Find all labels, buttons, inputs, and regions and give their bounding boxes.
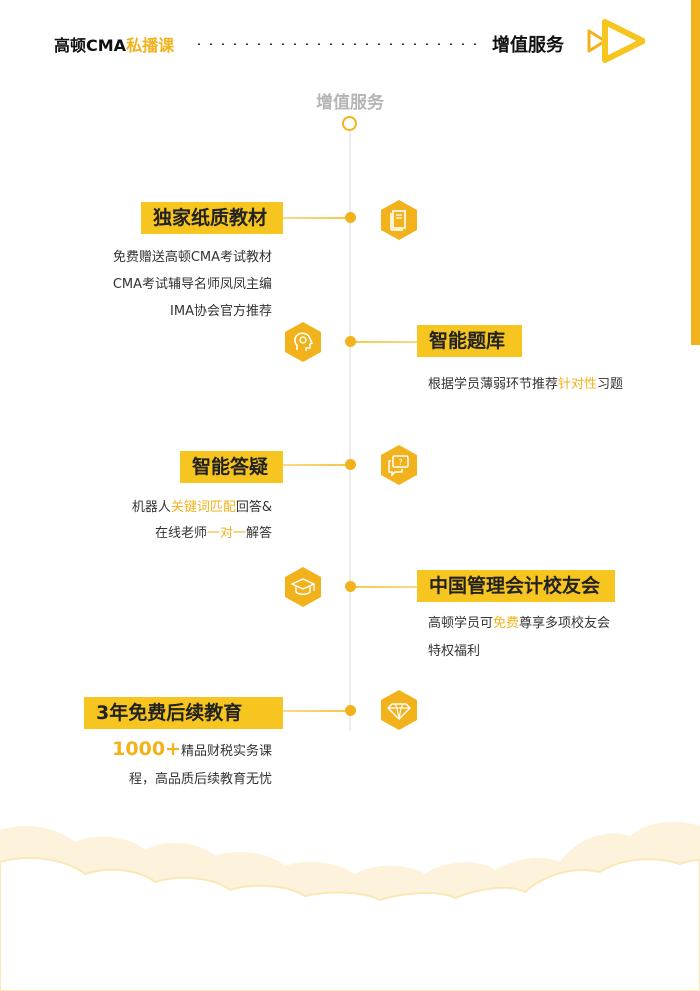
timeline-dot: [345, 705, 356, 716]
diamond-icon: [381, 690, 417, 730]
item-line: 高顿学员可免费尊享多项校友会: [428, 616, 611, 631]
svg-text:?: ?: [398, 458, 402, 467]
section-title: 增值服务: [316, 93, 384, 113]
header-dotted-divider: [193, 43, 485, 45]
timeline-line: [349, 131, 351, 731]
item-line: 特权福利: [428, 644, 481, 659]
item-title-smart-qa: 智能答疑: [180, 451, 283, 483]
item-line: 在线老师一对一解答: [154, 526, 272, 541]
brand-highlight: 私播课: [126, 36, 175, 55]
cloud-decoration: [0, 821, 700, 991]
item-title-exclusive-textbook: 独家纸质教材: [141, 202, 283, 234]
item-line: 免费赠送高顿CMA考试教材: [112, 250, 272, 265]
chat-question-icon: ?: [381, 445, 417, 485]
item-line: 1000+精品财税实务课: [112, 738, 272, 760]
item-line: 程，高品质后续教育无忧: [128, 772, 272, 787]
timeline-dot: [345, 212, 356, 223]
header-brand: 高顿CMA私播课: [54, 32, 174, 56]
item-title-continuing-education: 3年免费后续教育: [84, 697, 283, 729]
item-title-smart-question-bank: 智能题库: [417, 325, 522, 357]
book-icon: [381, 200, 417, 240]
item-line: 根据学员薄弱环节推荐针对性习题: [428, 377, 624, 392]
item-title-alumni-association: 中国管理会计校友会: [417, 570, 615, 602]
item-line: IMA协会官方推荐: [170, 304, 272, 319]
header-title: 增值服务: [492, 35, 564, 56]
timeline-start-ring: [342, 116, 357, 131]
play-arrow-icon: [587, 19, 645, 63]
brand-main: 高顿CMA: [54, 36, 127, 55]
item-line: CMA考试辅导名师凤凤主编: [112, 277, 272, 292]
timeline-dot: [345, 581, 356, 592]
item-line: 机器人关键词匹配回答&: [131, 500, 272, 515]
side-accent-bar: [691, 0, 700, 345]
timeline-dot: [345, 459, 356, 470]
brain-head-icon: [285, 322, 321, 362]
timeline-dot: [345, 336, 356, 347]
graduation-cap-icon: [285, 567, 321, 607]
